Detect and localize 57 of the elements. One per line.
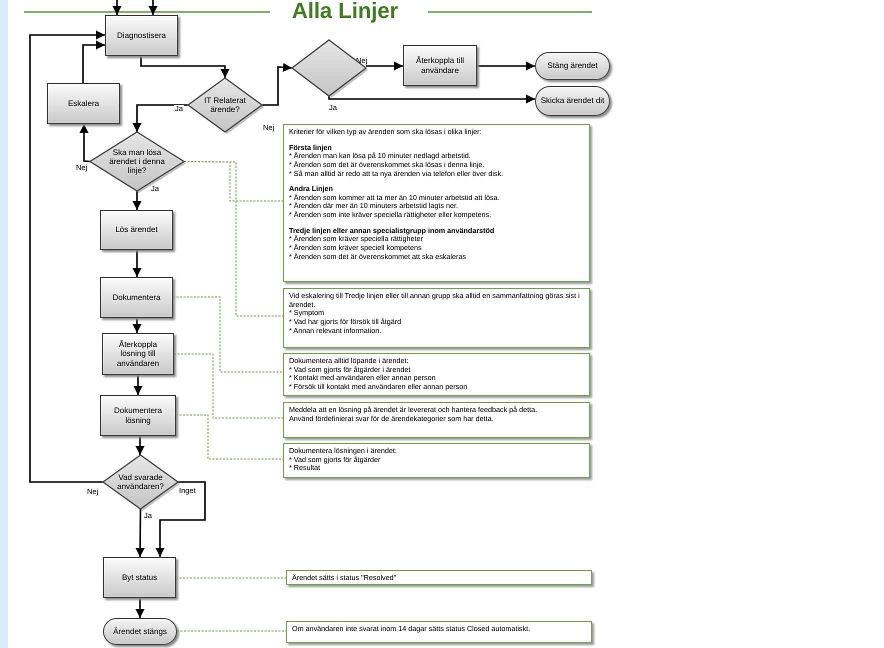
arrow (156, 481, 206, 557)
process-box (47, 83, 120, 124)
arrow (366, 62, 403, 70)
arrow (132, 191, 142, 210)
note-box (283, 353, 590, 396)
arrow (148, 0, 158, 15)
arrow (136, 509, 145, 557)
note-box (283, 402, 590, 438)
node-label: Stäng ärendet (547, 61, 598, 71)
process-box (100, 395, 176, 436)
note-box (283, 443, 590, 478)
process-box (103, 557, 176, 598)
decision-diamond (292, 40, 366, 96)
decision-diamond (188, 78, 262, 132)
arrow (82, 40, 105, 83)
node-label: Ska man lösa ärendet i denna linje? (108, 148, 166, 176)
process-box (102, 333, 174, 375)
node-label: Dokumentera lösning (112, 406, 164, 425)
dotted-connector (174, 354, 284, 418)
arrow (29, 30, 105, 483)
node-label: Återkoppla till användare (414, 56, 466, 75)
diagram-title: Alla Linjer (290, 0, 400, 22)
arrow (132, 104, 188, 132)
note-box (286, 621, 592, 643)
arrow (132, 318, 142, 333)
dotted-connector (176, 414, 284, 460)
node-label: Skicka ärendet dit (540, 96, 604, 106)
node-label: Diagnostisera (117, 30, 166, 40)
decision-diamond (103, 455, 178, 509)
process-box (403, 45, 477, 86)
arrow (140, 56, 230, 78)
process-box (100, 277, 173, 318)
arrow (136, 436, 144, 455)
node-label: Eskalera (68, 98, 100, 108)
arrow (134, 375, 142, 395)
arrow (132, 250, 142, 277)
dotted-connector (176, 630, 286, 632)
arrow (477, 62, 535, 70)
note-box (283, 124, 590, 282)
node-label: Vad svarade användaren? (116, 472, 165, 492)
arrow (80, 124, 90, 162)
process-box (100, 210, 173, 250)
arrow (262, 62, 292, 106)
node-label: IT Relaterat ärende? (203, 96, 247, 114)
node-label: Återkoppla lösning till användaren (116, 340, 160, 368)
arrow (112, 0, 122, 15)
note-box (286, 570, 592, 585)
process-box (105, 15, 178, 56)
note-box (283, 288, 590, 348)
node-label: Dokumentera (112, 292, 161, 302)
arrow (328, 94, 535, 104)
node-label: Ärendet stängs (113, 626, 167, 636)
arrow (136, 598, 144, 618)
decision-diamond (90, 132, 184, 191)
node-label: Lös ärendet (115, 225, 158, 235)
node-label: Byt status (122, 572, 158, 582)
dotted-connector (172, 296, 284, 372)
